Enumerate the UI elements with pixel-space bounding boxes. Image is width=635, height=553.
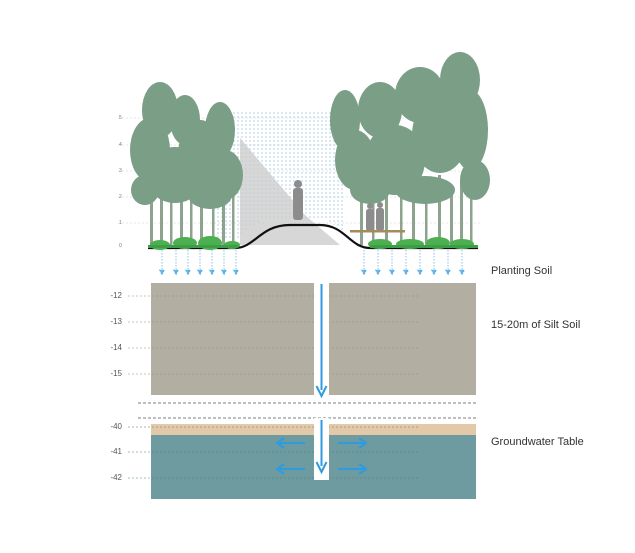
section-break bbox=[138, 402, 478, 419]
height-label-1: 1 bbox=[119, 220, 122, 226]
depth-label-minus-40: -40 bbox=[110, 422, 122, 431]
depth-gridlines-upper bbox=[128, 295, 420, 375]
silt-soil-layer bbox=[151, 283, 476, 395]
groundwater-layer bbox=[151, 435, 476, 499]
height-label-2: 2 bbox=[119, 194, 122, 200]
tree-cluster-right bbox=[330, 52, 490, 245]
well-shaft bbox=[314, 282, 329, 480]
ground-profile bbox=[148, 223, 478, 250]
ground-grass-strip bbox=[148, 245, 478, 248]
silt-soil-label: 15-20m of Silt Soil bbox=[491, 319, 581, 331]
groundwater-table-label: Groundwater Table bbox=[491, 436, 584, 448]
tree-cluster-left bbox=[130, 82, 243, 245]
depth-label-minus-42: -42 bbox=[110, 473, 122, 482]
depth-label-minus-12: -12 bbox=[110, 291, 122, 300]
depth-label-minus-15: -15 bbox=[110, 369, 122, 378]
depth-label-minus-14: -14 bbox=[110, 343, 122, 352]
height-label-4: 4 bbox=[119, 142, 122, 148]
lateral-flow-arrows bbox=[275, 437, 368, 475]
people-figures bbox=[293, 180, 384, 231]
height-label-3: 3 bbox=[119, 168, 122, 174]
shade-cone bbox=[240, 138, 340, 245]
depth-label-minus-41: -41 bbox=[110, 447, 122, 456]
infiltration-arrows bbox=[158, 250, 466, 276]
height-label-0: 0 bbox=[119, 243, 122, 249]
bench bbox=[350, 230, 405, 233]
height-label-5: 5 bbox=[119, 115, 122, 121]
planting-soil-label: Planting Soil bbox=[491, 265, 553, 277]
depth-gridlines-lower bbox=[128, 426, 420, 479]
depth-label-minus-13: -13 bbox=[110, 317, 122, 326]
sand-layer bbox=[151, 424, 476, 435]
